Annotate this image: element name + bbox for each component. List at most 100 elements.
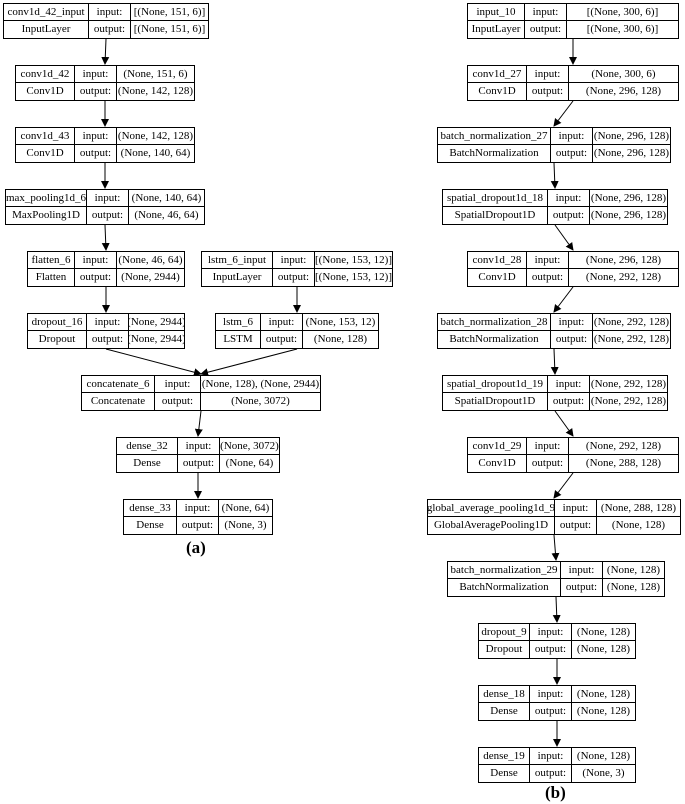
input-shape: [(None, 128), (None, 2944)] bbox=[200, 376, 320, 393]
input-shape: (None, 128) bbox=[571, 624, 635, 641]
caption-b: (b) bbox=[545, 783, 566, 802]
layer-type: BatchNormalization bbox=[449, 147, 539, 159]
layer-name: lstm_6_input bbox=[202, 252, 272, 269]
output-shape: (None, 128) bbox=[571, 703, 635, 720]
input-shape: (None, 300, 6) bbox=[568, 66, 678, 83]
input-label: input: bbox=[74, 252, 116, 269]
output-shape: [(None, 153, 12)] bbox=[314, 269, 392, 286]
output-shape: (None, 2944) bbox=[128, 331, 184, 348]
output-shape: [(None, 300, 6)] bbox=[566, 21, 678, 38]
output-shape: (None, 3) bbox=[218, 517, 272, 534]
arrow-b10-to-b11 bbox=[552, 596, 561, 623]
layer-name: batch_normalization_29 bbox=[448, 562, 560, 579]
input-shape: (None, 296, 128) bbox=[568, 252, 678, 269]
layer-type: Conv1D bbox=[478, 85, 516, 97]
input-label: input: bbox=[526, 66, 568, 83]
layer-name: dense_33 bbox=[124, 500, 176, 517]
layer-name: lstm_6 bbox=[216, 314, 260, 331]
arrow-b6-to-b7 bbox=[550, 348, 559, 375]
input-shape: (None, 292, 128) bbox=[592, 314, 670, 331]
input-shape: (None, 288, 128) bbox=[596, 500, 680, 517]
output-label: output: bbox=[529, 641, 571, 658]
input-label: input: bbox=[88, 4, 130, 21]
output-label: output: bbox=[547, 207, 589, 224]
output-label: output: bbox=[272, 269, 314, 286]
input-shape: (None, 153, 12) bbox=[302, 314, 378, 331]
layer-name: batch_normalization_27 bbox=[438, 128, 550, 145]
output-shape: (None, 142, 128) bbox=[116, 83, 194, 100]
input-label: input: bbox=[177, 438, 219, 455]
layer-type: Conv1D bbox=[26, 147, 64, 159]
input-label: input: bbox=[74, 66, 116, 83]
output-label: output: bbox=[529, 703, 571, 720]
output-label: output: bbox=[550, 145, 592, 162]
arrow-a1-to-a2 bbox=[101, 38, 110, 65]
layer-type: Conv1D bbox=[26, 85, 64, 97]
layer-name: dropout_16 bbox=[28, 314, 86, 331]
output-shape: (None, 296, 128) bbox=[592, 145, 670, 162]
input-shape: (None, 64) bbox=[218, 500, 272, 517]
layer-name: conv1d_27 bbox=[468, 66, 526, 83]
layer-name: spatial_dropout1d_18 bbox=[443, 190, 547, 207]
input-label: input: bbox=[86, 190, 128, 207]
arrow-a4-to-a5 bbox=[101, 224, 110, 251]
layer-name: conv1d_28 bbox=[468, 252, 526, 269]
layer-type: LSTM bbox=[223, 333, 253, 345]
input-label: input: bbox=[524, 4, 566, 21]
input-shape: (None, 292, 128) bbox=[568, 438, 678, 455]
layer-type: Dense bbox=[133, 457, 161, 469]
output-label: output: bbox=[74, 83, 116, 100]
output-shape: (None, 288, 128) bbox=[568, 455, 678, 472]
layer-name: dense_32 bbox=[117, 438, 177, 455]
output-label: output: bbox=[547, 393, 589, 410]
layer-type: Flatten bbox=[35, 271, 67, 283]
input-label: input: bbox=[526, 252, 568, 269]
layer-name: dropout_9 bbox=[479, 624, 529, 641]
input-shape: (None, 142, 128) bbox=[116, 128, 194, 145]
layer-type: GlobalAveragePooling1D bbox=[433, 519, 549, 531]
arrow-b5-to-b6 bbox=[553, 286, 574, 313]
output-shape: (None, 292, 128) bbox=[592, 331, 670, 348]
output-label: output: bbox=[524, 21, 566, 38]
input-shape: (None, 46, 64) bbox=[116, 252, 184, 269]
input-label: input: bbox=[554, 500, 596, 517]
output-label: output: bbox=[554, 517, 596, 534]
output-shape: (None, 140, 64) bbox=[116, 145, 194, 162]
layer-type: InputLayer bbox=[471, 23, 521, 35]
layer-type: InputLayer bbox=[212, 271, 262, 283]
layer-type: Dense bbox=[490, 705, 518, 717]
arrow-b7-to-b8 bbox=[554, 410, 574, 437]
caption-a: (a) bbox=[186, 538, 206, 557]
layer-name: conv1d_29 bbox=[468, 438, 526, 455]
arrow-a9-to-a10 bbox=[194, 410, 203, 437]
arrow-b4-to-b5 bbox=[554, 224, 574, 251]
input-shape: [(None, 151, 6)] bbox=[130, 4, 208, 21]
input-shape: (None, 296, 128) bbox=[589, 190, 667, 207]
input-label: input: bbox=[547, 376, 589, 393]
input-shape: (None, 296, 128) bbox=[592, 128, 670, 145]
output-shape: (None, 296, 128) bbox=[568, 83, 678, 100]
output-label: output: bbox=[560, 579, 602, 596]
output-label: output: bbox=[176, 517, 218, 534]
input-label: input: bbox=[86, 314, 128, 331]
output-label: output: bbox=[154, 393, 200, 410]
layer-name: dense_19 bbox=[479, 748, 529, 765]
output-shape: (None, 2944) bbox=[116, 269, 184, 286]
arrow-b8-to-b9 bbox=[553, 472, 574, 499]
